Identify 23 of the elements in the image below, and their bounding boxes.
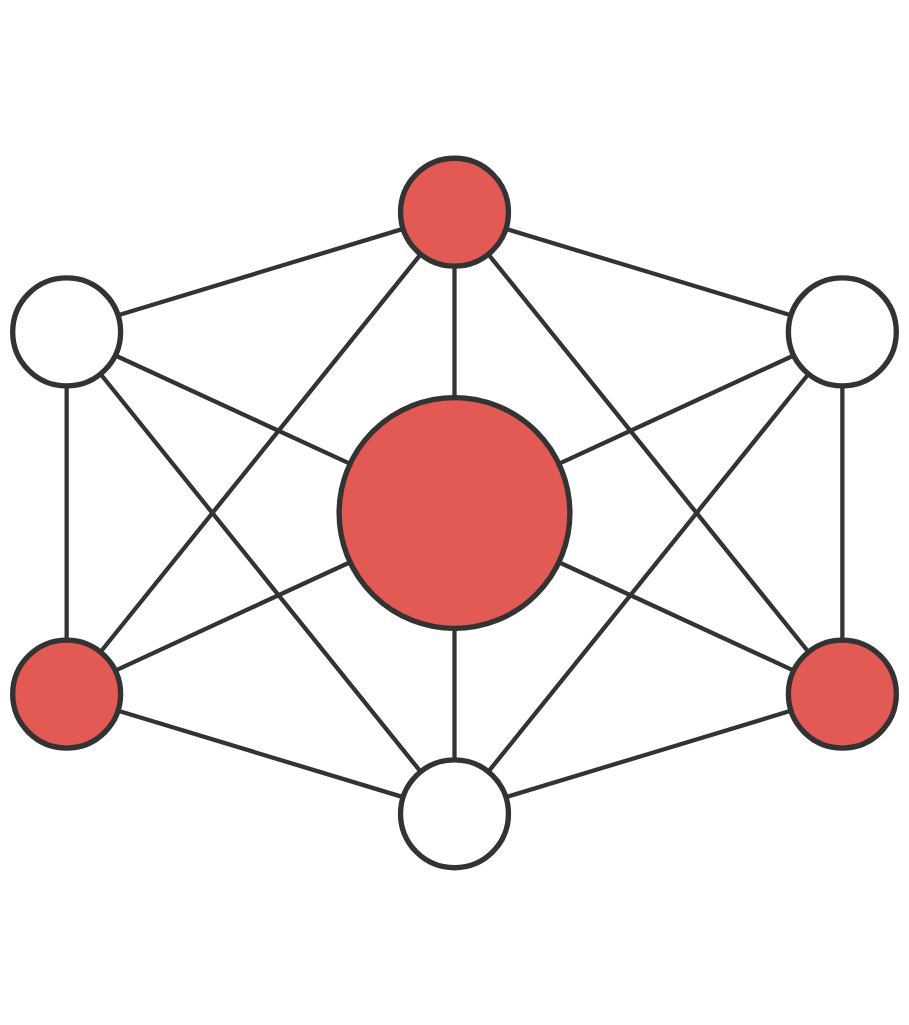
connector	[840, 385, 845, 640]
node-circle	[336, 394, 573, 631]
connector	[99, 372, 423, 773]
node-circle	[397, 756, 512, 870]
connector	[505, 226, 792, 317]
connector	[98, 252, 423, 653]
node-circle	[397, 155, 512, 269]
node-circle	[10, 274, 124, 389]
connector	[505, 708, 792, 799]
connector	[64, 385, 69, 640]
node-circle	[785, 637, 899, 751]
connector	[452, 265, 457, 397]
connector	[558, 559, 795, 673]
connector	[452, 627, 457, 759]
connector	[114, 559, 351, 673]
connector	[558, 353, 795, 466]
connector	[117, 708, 404, 799]
connector	[117, 226, 404, 317]
connector	[486, 252, 811, 653]
node-circle	[10, 637, 124, 751]
node-circle	[785, 274, 899, 389]
connector	[114, 353, 351, 466]
connector	[486, 372, 810, 773]
